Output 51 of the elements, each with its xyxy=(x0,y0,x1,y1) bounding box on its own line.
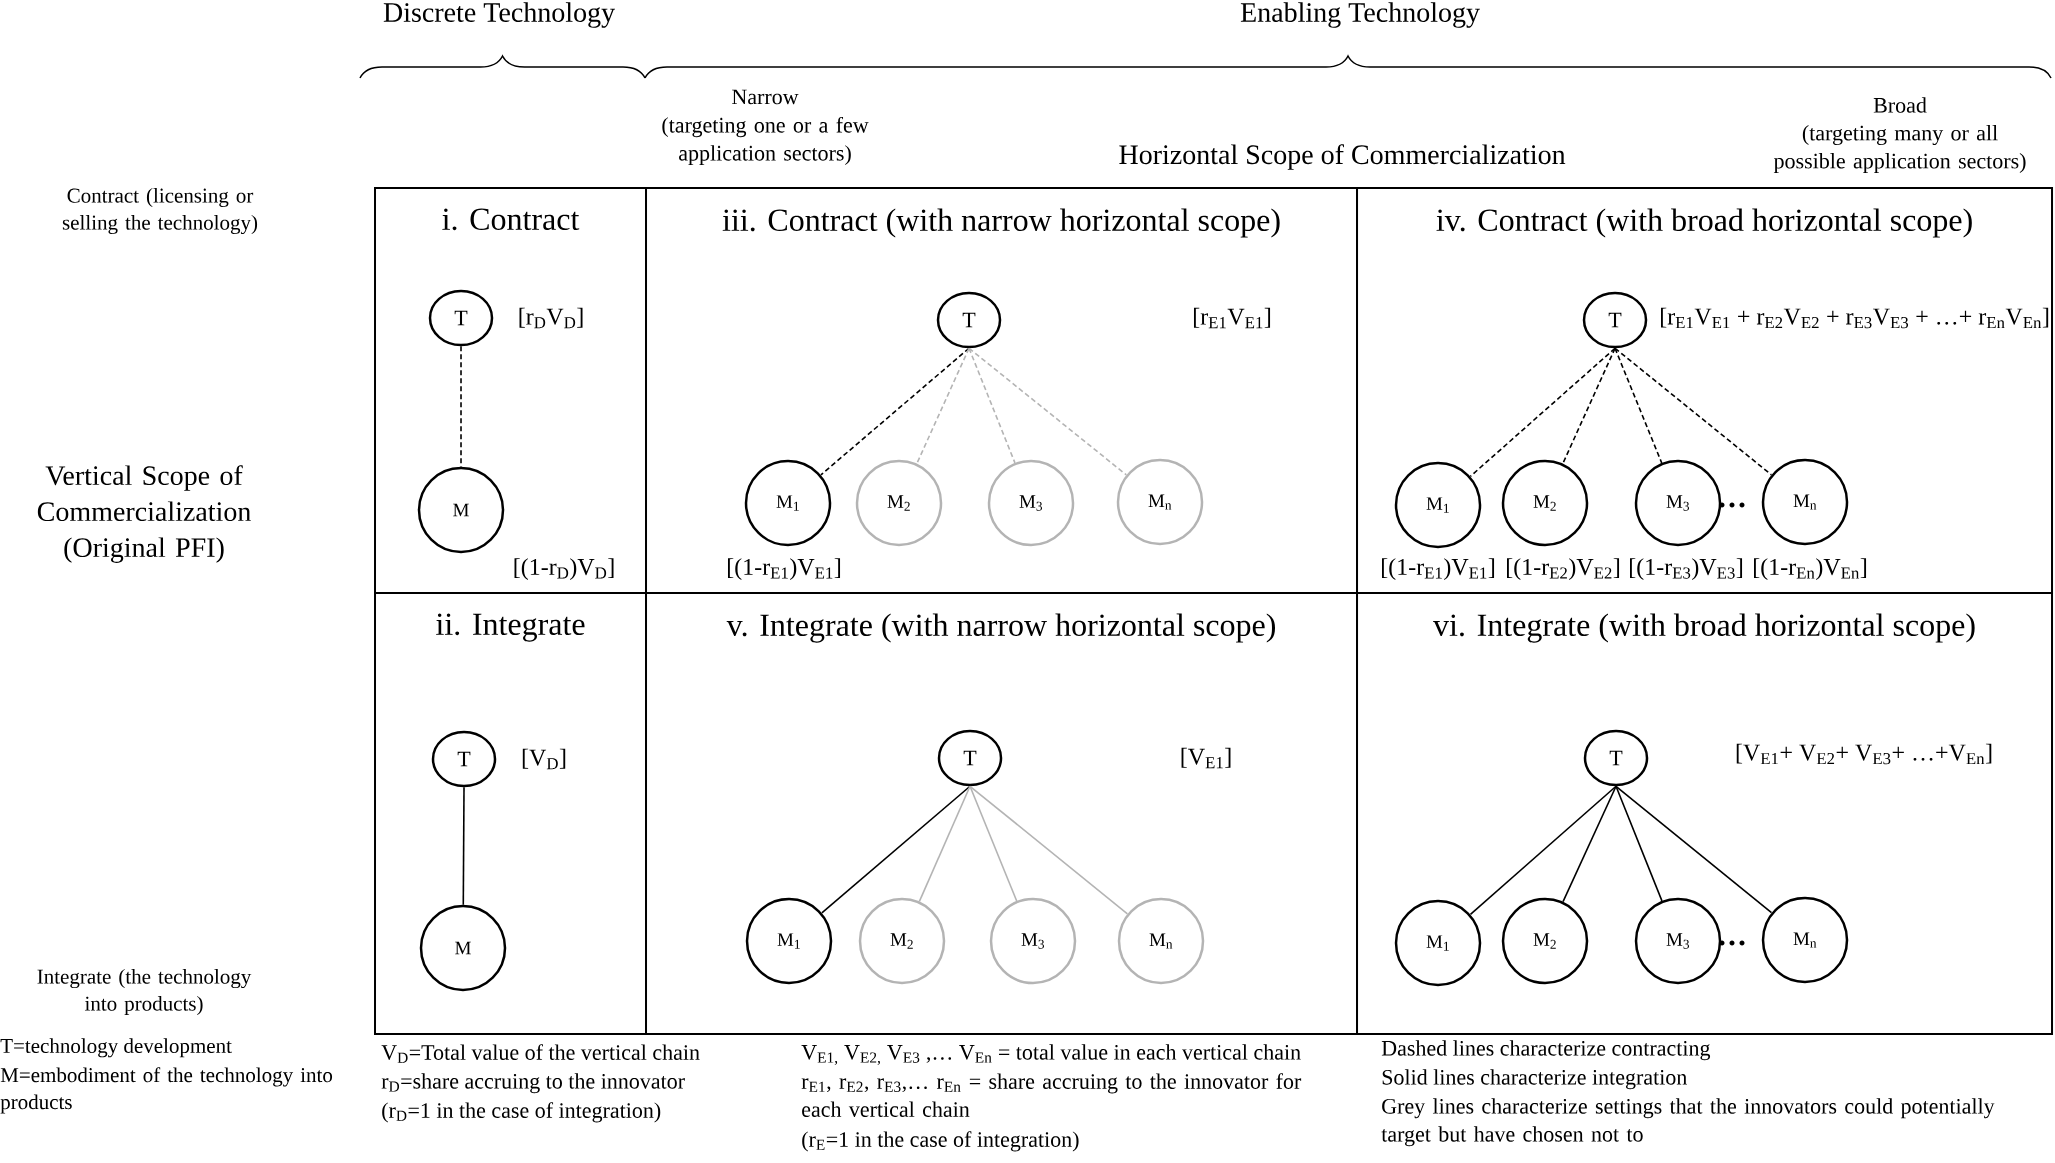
connector-line xyxy=(462,786,465,906)
annotation-text: Contract (licensing or selling the technology) xyxy=(62,187,258,235)
value-label: [V$_{E1}$+ V$_{E2}$+ V$_{E3}$+ …+V$_{En}$] xyxy=(1736,743,1992,765)
annotation-text: T=technology development xyxy=(0,1038,232,1058)
annotation-text: Enabling Technology xyxy=(1240,2,1480,28)
connector-line xyxy=(1614,347,1663,464)
connector-line xyxy=(1562,785,1617,903)
connector-line xyxy=(821,785,971,914)
connector-line xyxy=(969,785,1018,902)
annotation-text: (r$_{D}$=1 in the case of integration) xyxy=(382,1102,661,1123)
value-label: [(1-r$_{E3}$)V$_{E3}$] xyxy=(1630,558,1743,580)
annotation-text: V$_{D}$=Total value of the vertical chain xyxy=(381,1044,700,1063)
annotation-text: [V$_{E1}$] xyxy=(1181,747,1231,769)
connector-line xyxy=(460,345,462,468)
annotation-text: (r$_{E}$=1 in the case of integration) xyxy=(802,1131,1079,1152)
value-label: [V$_{D}$] xyxy=(522,748,566,770)
connector-line xyxy=(1469,785,1617,916)
value-label: [(1-r$_{E1}$)V$_{E1}$] xyxy=(728,558,841,580)
annotation-text: [r$_{E1}$V$_{E1}$] xyxy=(1194,307,1271,329)
annotation-text: Narrow xyxy=(732,89,799,105)
connector-line xyxy=(820,347,970,476)
value-label: [r$_{E1}$V$_{E1}$ + r$_{E2}$V$_{E2}$ + r$_{E3}$V$_{E3}$ + …+ r$_{En}$V$_{En}$] xyxy=(1661,307,2049,329)
connector-line xyxy=(1614,347,1773,476)
annotation-text: Integrate (the technology into products) xyxy=(37,969,252,1016)
connector-line xyxy=(1615,785,1663,902)
connector-line xyxy=(1562,347,1616,465)
annotation-text: M=embodiment of the technology into products xyxy=(0,1067,333,1114)
connector-line xyxy=(1469,347,1616,478)
annotation-text: (targeting one or a few application sectors) xyxy=(662,116,869,166)
connector-line xyxy=(968,347,1128,476)
annotation-text: Grey lines characterize settings that the innovators could potentially target but have chosen not to xyxy=(1381,1098,1995,1147)
connector-line xyxy=(1615,785,1773,914)
connector-line xyxy=(918,785,971,903)
annotation-text: Horizontal Scope of Commercialization xyxy=(1119,144,1566,170)
value-label: [(1-r$_{E1}$)V$_{E1}$] xyxy=(1382,558,1495,580)
annotation-text: Vertical Scope of Commercialization (Original PFI) xyxy=(37,465,251,563)
annotation-text: V$_{E1,}$ V$_{E2,}$ V$_{E3}$ ,… V$_{En}$ = total value in each vertical chain xyxy=(801,1044,1301,1065)
value-label: [(1-r$_{E2}$)V$_{E2}$] xyxy=(1507,558,1620,580)
connector-line xyxy=(916,347,970,465)
annotation-text: (targeting many or all possible application sectors) xyxy=(1773,125,2026,173)
value-label: [(1-r$_{D}$)V$_{D}$] xyxy=(514,558,614,580)
annotation-text: Solid lines characterize integration xyxy=(1382,1069,1687,1090)
connector-line xyxy=(968,347,1016,464)
annotation-text: Discrete Technology xyxy=(383,2,615,28)
annotation-text: Dashed lines characterize contracting xyxy=(1381,1040,1711,1061)
value-label: [(1-r$_{En}$)V$_{En}$] xyxy=(1754,558,1867,580)
connector-line xyxy=(969,785,1129,915)
annotation-text: r$_{D}$=share accruing to the innovator xyxy=(381,1073,685,1094)
annotation-text: Broad xyxy=(1873,97,1927,113)
value-label: [r$_{D}$V$_{D}$] xyxy=(519,307,583,329)
annotation-text: r$_{E1}$, r$_{E2}$, r$_{E3}$,… r$_{En}$ = share accruing to the innovator for each vertical chain xyxy=(801,1073,1302,1117)
